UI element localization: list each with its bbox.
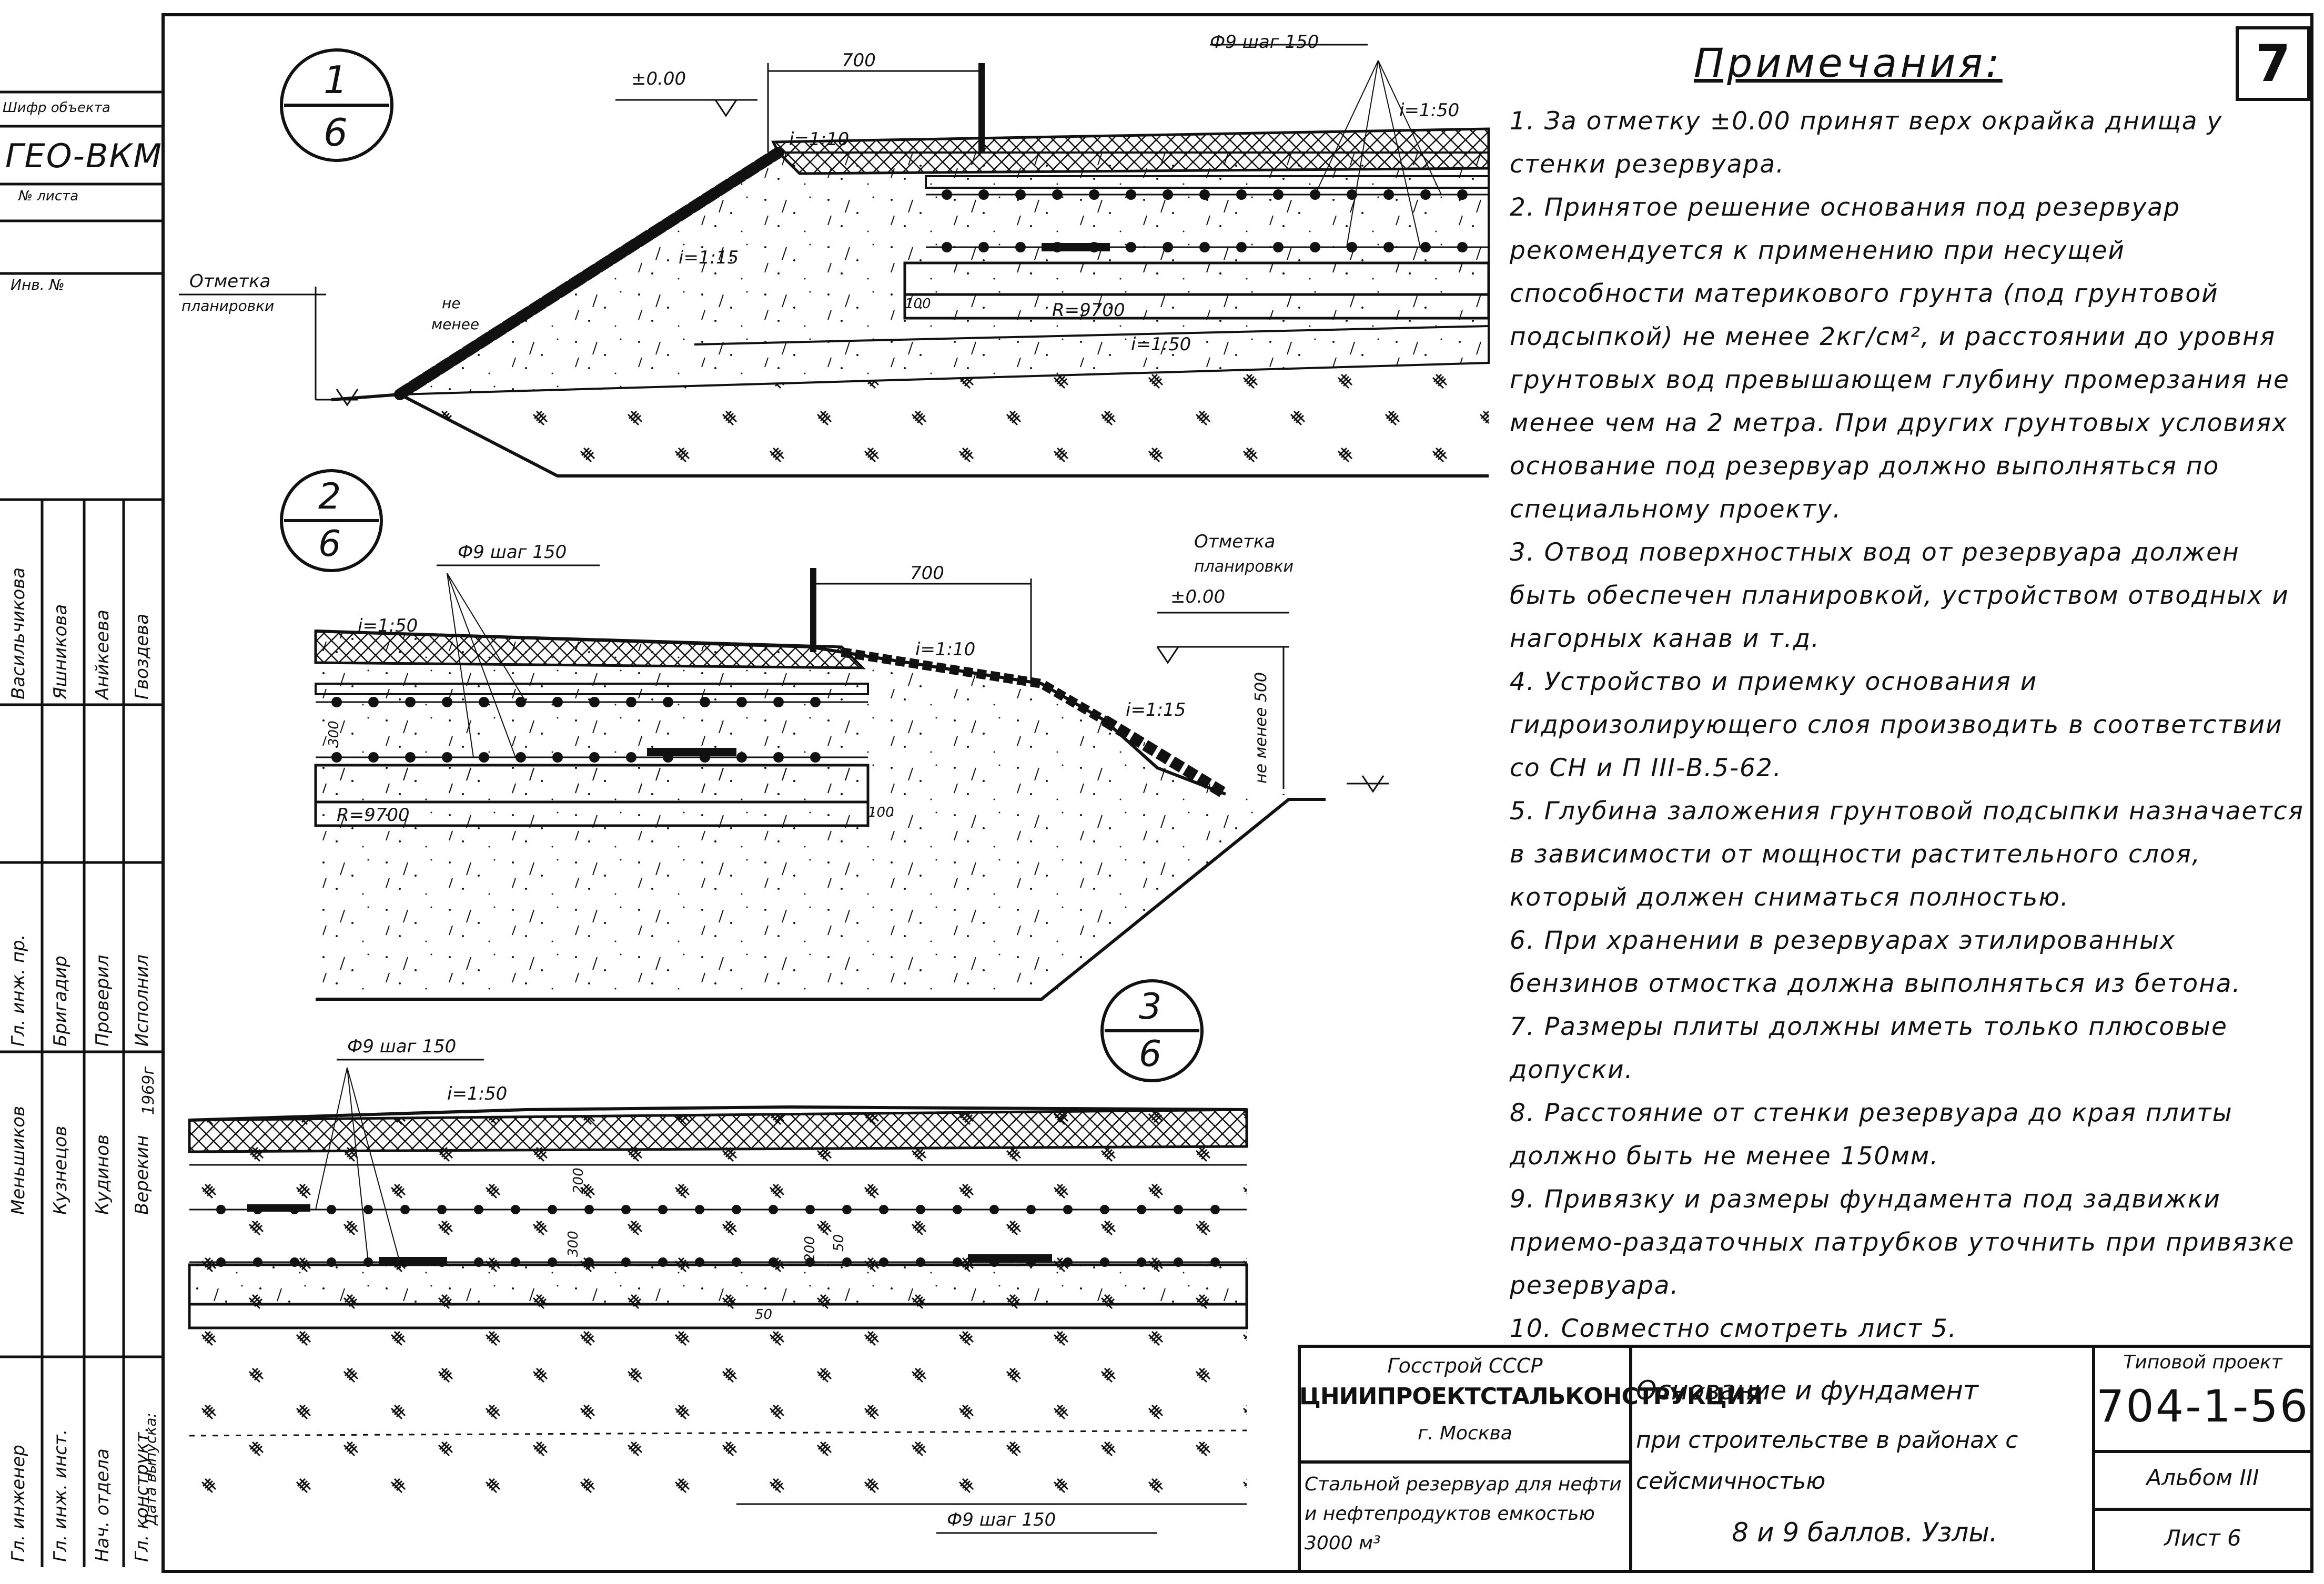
radius-label: R=9700: [337, 805, 410, 826]
notes-title: Примечания:: [1694, 39, 2003, 86]
sheet-label: Лист 6: [2164, 1525, 2241, 1551]
slope-label: i=1:10: [789, 129, 850, 150]
not-less-label: не: [442, 295, 461, 312]
rebar-label: Ф9 шаг 150: [347, 1036, 457, 1057]
stamp-name: Яшникова: [50, 604, 71, 699]
note-item: 2. Принятое решение основания под резерв…: [1510, 193, 2290, 524]
stamp-name: Гвоздева: [132, 613, 153, 699]
sheet-number: 7: [2236, 26, 2310, 101]
stamp-role: Проверил: [92, 955, 113, 1047]
slope-label: i=1:15: [679, 247, 739, 268]
org-top: Госстрой СССР: [1387, 1354, 1543, 1377]
ground-mark-label: планировки: [181, 297, 275, 314]
radius-label: R=9700: [1052, 300, 1125, 321]
dimension-100: 100: [905, 296, 931, 312]
slope-label: i=1:15: [1126, 699, 1186, 720]
left-stamp-lines: [0, 90, 163, 1567]
project-code: 704-1-56: [2096, 1380, 2310, 1432]
stamp-person: Кузнецов: [50, 1125, 71, 1215]
dimension-50: 50: [831, 1234, 847, 1252]
album-label: Альбом III: [2146, 1465, 2259, 1490]
stamp-person: Меньшиков: [8, 1105, 29, 1215]
callout-circles: [280, 48, 1204, 1082]
stamp-person: Кудинов: [92, 1134, 113, 1215]
elevation-zero-label: ±0.00: [631, 68, 686, 89]
detail-2-sheet: 6: [318, 523, 341, 565]
ground-mark-label: планировки: [1194, 557, 1294, 576]
inv-label: Инв. №: [11, 276, 65, 293]
sheet-title-line1: Основание и фундамент: [1636, 1375, 1979, 1406]
note-item: 6. При хранении в резервуарах этилирован…: [1510, 926, 2241, 998]
note-item: 10. Совместно смотреть лист 5.: [1510, 1314, 1957, 1343]
detail-1-sheet: 6: [324, 110, 348, 155]
sheet-label: № листа: [18, 188, 79, 204]
note-item: 1. За отметку ±0.00 принят верх окрайка …: [1510, 107, 2223, 179]
stamp-name: Анйкеева: [92, 610, 113, 699]
notes-list: 1. За отметку ±0.00 принят верх окрайка …: [1510, 100, 2309, 1351]
org-city: г. Москва: [1418, 1423, 1512, 1444]
stamp-role: Нач. отдела: [92, 1448, 113, 1562]
rebar-label: Ф9 шаг 150: [1210, 32, 1319, 53]
dimension-100: 100: [868, 805, 894, 820]
object-code: ГЕО-ВКМ: [5, 137, 163, 175]
not-less-label: менее: [431, 316, 480, 333]
object-label: Шифр объекта: [3, 100, 110, 116]
project-label: Типовой проект: [2123, 1352, 2282, 1373]
elevation-zero-label: ±0.00: [1170, 586, 1226, 607]
org-name: ЦНИИПРОЕКТСТАЛЬКОНСТРУКЦИЯ: [1299, 1383, 1763, 1410]
sheet-title-line2: при строительстве в районах с сейсмичнос…: [1636, 1427, 2018, 1495]
detail-2-number: 2: [318, 476, 341, 517]
slope-label: i=1:50: [1399, 100, 1460, 121]
dimension-700: 700: [842, 50, 876, 71]
stamp-role: Бригадир: [50, 956, 71, 1047]
slope-label: i=1:50: [447, 1083, 508, 1104]
slope-label: i=1:10: [915, 639, 976, 660]
stamp-role: Исполнил: [132, 955, 153, 1047]
detail-3: [188, 1059, 1248, 1534]
not-less-500-label: не менее 500: [1252, 672, 1270, 784]
note-item: 4. Устройство и приемку основания и гидр…: [1510, 667, 2283, 783]
stamp-year: 1969г: [139, 1066, 158, 1115]
detail-3-number: 3: [1139, 986, 1162, 1028]
dimension-200: 200: [802, 1236, 818, 1262]
stamp-name: Васильчикова: [8, 567, 29, 699]
stamp-person: Верекин: [132, 1135, 153, 1215]
note-item: 9. Привязку и размеры фундамента под зад…: [1510, 1185, 2295, 1300]
slope-label: i=1:50: [358, 615, 418, 636]
slope-label: i=1:50: [1131, 334, 1191, 355]
stamp-role: Гл. инж. инст.: [50, 1429, 71, 1562]
ground-mark-label: Отметка: [1194, 531, 1276, 552]
object-description: Стальной резервуар для нефти и нефтепрод…: [1305, 1474, 1622, 1554]
detail-1-number: 1: [324, 58, 348, 102]
rebar-label: Ф9 шаг 150: [947, 1509, 1056, 1530]
stamp-role: Гл. инж. пр.: [8, 934, 29, 1047]
detail-2: [314, 564, 1389, 1001]
note-item: 5. Глубина заложения грунтовой подсыпки …: [1510, 797, 2304, 912]
rebar-label: Ф9 шаг 150: [458, 542, 567, 563]
note-item: 8. Расстояние от стенки резервуара до кр…: [1510, 1099, 2233, 1171]
stamp-role: Гл. инженер: [8, 1445, 29, 1562]
note-item: 3. Отвод поверхностных вод от резервуара…: [1510, 538, 2289, 653]
title-block-lines: [1298, 1345, 2313, 1573]
detail-1: [179, 44, 1490, 478]
note-item: 7. Размеры плиты должны иметь только плю…: [1510, 1012, 2228, 1084]
dimension-300: 300: [565, 1231, 581, 1257]
release-date-label: Дата выпуска:: [142, 1413, 159, 1525]
dimension-300: 300: [326, 720, 342, 747]
detail-3-sheet: 6: [1139, 1033, 1162, 1075]
dimension-200: 200: [571, 1167, 587, 1194]
drawing-frame: [161, 13, 2313, 1573]
dimension-700: 700: [910, 563, 944, 584]
dimension-50: 50: [755, 1307, 773, 1323]
sheet-title-line3: 8 и 9 баллов. Узлы.: [1732, 1517, 1998, 1548]
ground-mark-label: Отметка: [189, 271, 271, 292]
